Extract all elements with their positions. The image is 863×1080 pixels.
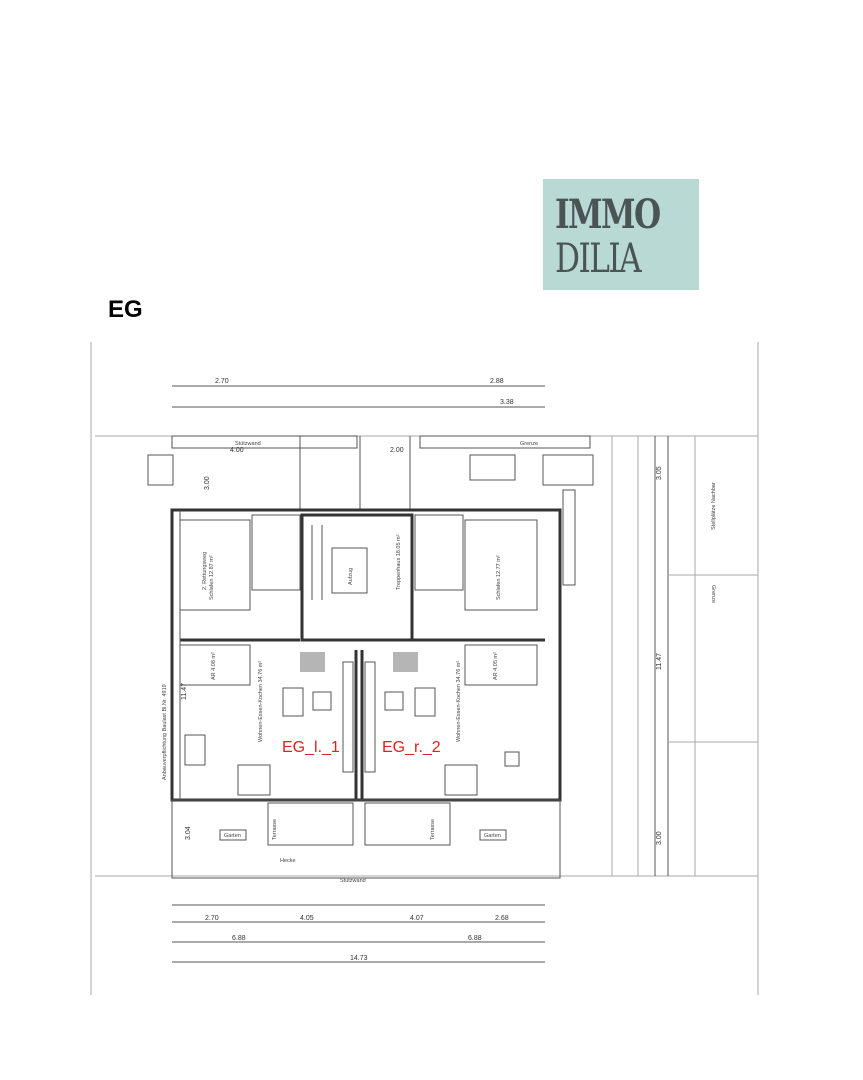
dining-left xyxy=(184,734,206,766)
terrace-left xyxy=(267,802,354,846)
terrace-right-label: Terrasse xyxy=(430,819,436,840)
kitchen-right xyxy=(364,661,376,773)
chair-right xyxy=(504,751,520,767)
bedroom-right-label: Schlafen 12.77 m² xyxy=(496,555,502,600)
dim-label: 2.00 xyxy=(390,447,404,454)
terrace-garden-area xyxy=(171,799,561,879)
dim-label: 3.00 xyxy=(204,476,211,490)
dim-label: 3.04 xyxy=(185,826,192,840)
shaft-right xyxy=(393,652,418,672)
dim-label: 4.07 xyxy=(410,915,424,922)
retaining-wall-bottom-label: Stützwand xyxy=(340,878,366,884)
dim-label: 11.47 xyxy=(656,653,663,670)
dim-label: 6.88 xyxy=(468,935,482,942)
bathroom-right xyxy=(414,514,464,591)
hedge-label: Hecke xyxy=(280,858,296,864)
lift-label: Aufzug xyxy=(348,568,354,585)
neighbour-parking-label: Stellplätze Nachbar xyxy=(711,482,717,530)
storage-right-label: AR 4.05 m² xyxy=(493,652,499,680)
desk-right xyxy=(444,764,478,796)
bathroom-left xyxy=(251,514,301,591)
dim-label: 2.70 xyxy=(205,915,219,922)
garden-right-label: Garten xyxy=(484,833,501,839)
stair-core xyxy=(300,513,414,642)
page-title: EG xyxy=(108,296,143,323)
garden-left-label: Garten xyxy=(224,833,241,839)
table-right xyxy=(384,691,404,711)
floor-plan: 2.70 2.88 3.38 4.00 2.00 3.00 Stützwand … xyxy=(90,342,759,995)
sofa-right xyxy=(414,687,436,717)
unit-label-left: EG_l._1 xyxy=(282,739,340,756)
dim-label: 2.70 xyxy=(215,378,229,385)
terrace-right xyxy=(364,802,451,846)
setback-label: Anbauverpflichtung Baulast Bl.Nr. 4919 xyxy=(162,684,168,780)
table-left xyxy=(312,691,332,711)
boundary-right-label: Grenze xyxy=(710,585,716,603)
dim-label: 3.00 xyxy=(656,831,663,845)
shaft-left xyxy=(300,652,325,672)
dim-label: 14.73 xyxy=(350,955,368,962)
ramp xyxy=(562,489,576,586)
stairs-label: Treppenhaus 18.05 m² xyxy=(396,534,402,590)
desk-left xyxy=(237,764,271,796)
terrace-left-label: Terrasse xyxy=(272,819,278,840)
sofa-left xyxy=(282,687,304,717)
unit-label-right: EG_r._2 xyxy=(382,739,441,756)
dim-label: 2.68 xyxy=(495,915,509,922)
dim-label: 4.00 xyxy=(230,447,244,454)
boundary-wall-top xyxy=(419,435,591,449)
dim-label: 11.47 xyxy=(181,683,188,700)
bedroom-right xyxy=(464,519,538,611)
immodilia-logo: IMMO DILIA xyxy=(543,179,699,290)
logo-line-2: DILIA xyxy=(555,236,642,282)
storage-right xyxy=(464,644,538,686)
steps-left xyxy=(147,454,174,486)
steps-right xyxy=(469,454,516,481)
bottom-dimensions: 2.70 4.05 4.07 2.68 6.88 6.88 14.73 xyxy=(172,904,545,963)
top-dimensions: 2.70 2.88 3.38 4.00 2.00 3.00 xyxy=(172,378,545,490)
retaining-wall-label: Stützwand xyxy=(235,441,261,447)
living-left-label: Wohnen-Essen-Kochen 34.76 m² xyxy=(258,661,264,742)
retaining-wall-top xyxy=(171,435,358,449)
dim-label: 6.88 xyxy=(232,935,246,942)
bedroom-left-label: Schlafen 12.87 m² xyxy=(209,555,215,600)
steps-right-outer xyxy=(542,454,594,486)
kitchen-left xyxy=(342,661,354,773)
dim-label: 2.88 xyxy=(490,378,504,385)
building-outline xyxy=(170,508,562,802)
living-right-label: Wohnen-Essen-Kochen 34.76 m² xyxy=(456,661,462,742)
lift xyxy=(331,547,368,594)
rescue-route-label: 2. Rettungsweg xyxy=(202,552,208,590)
dim-label: 4.05 xyxy=(300,915,314,922)
storage-left-label: AR 4.08 m² xyxy=(211,652,217,680)
bedroom-left xyxy=(179,519,251,611)
dim-label: 3.05 xyxy=(656,466,663,480)
boundary-label: Grenze xyxy=(520,441,538,447)
dim-label: 3.38 xyxy=(500,399,514,406)
logo-line-1: IMMO xyxy=(555,191,661,238)
